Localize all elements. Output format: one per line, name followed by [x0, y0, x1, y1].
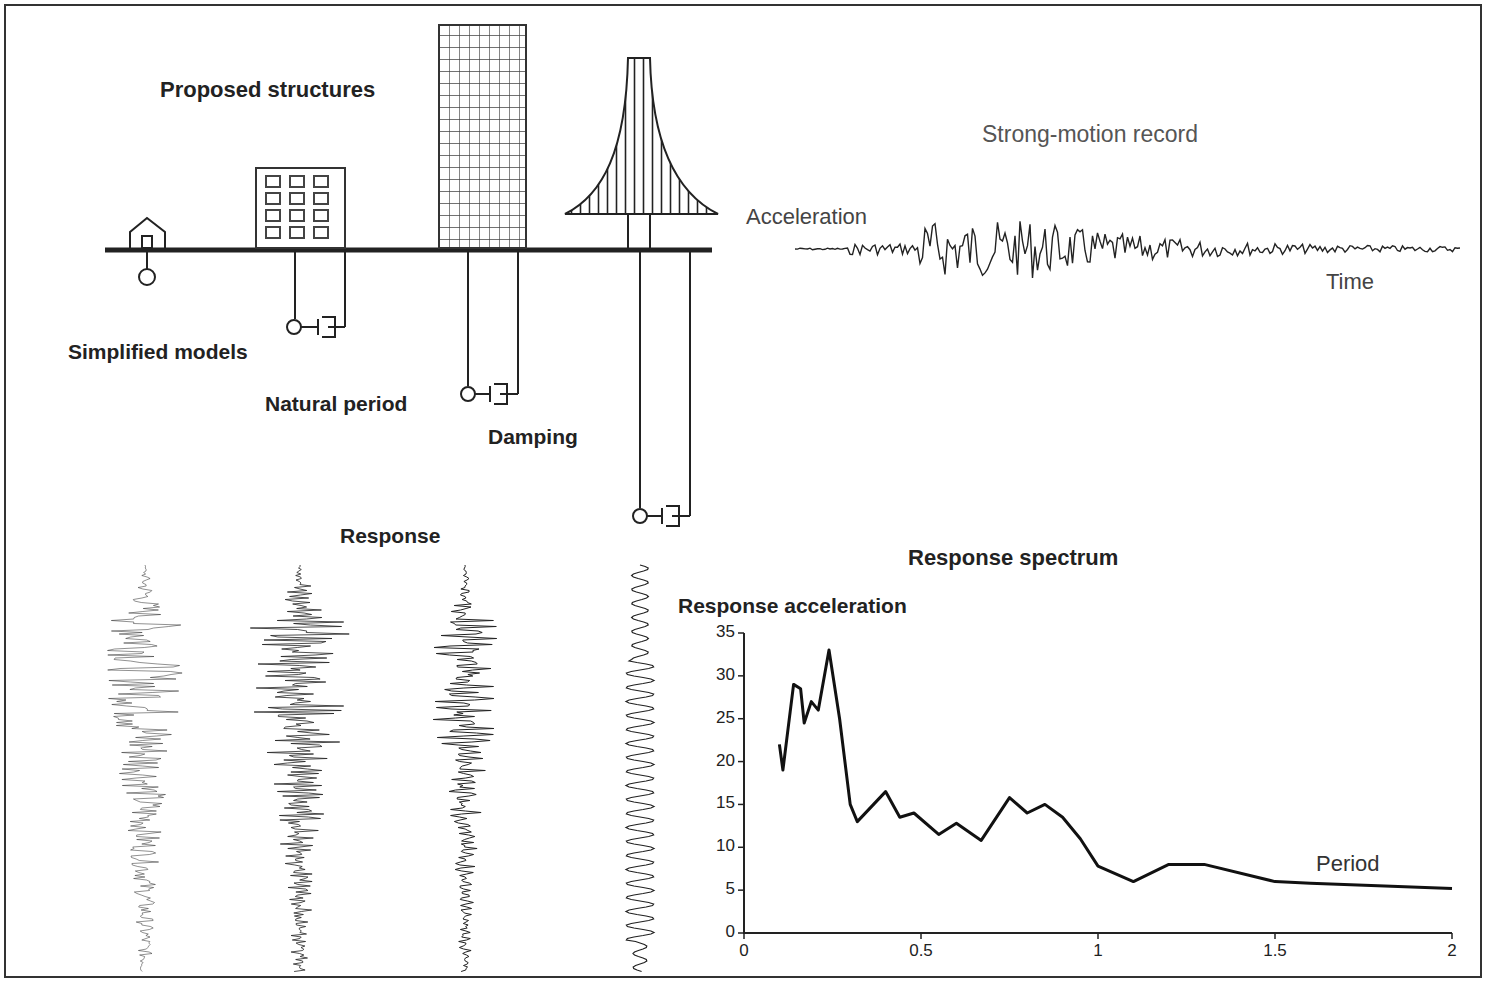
- response-trace: [108, 565, 183, 972]
- axis-tick: [1451, 933, 1453, 939]
- window: [314, 176, 328, 187]
- axis-tick-label: 20: [716, 752, 735, 771]
- label: Time: [1326, 270, 1374, 294]
- axis-tick-label: 2: [1447, 942, 1456, 961]
- window: [314, 210, 328, 221]
- spectrum-curve: [779, 650, 1452, 888]
- label: Strong-motion record: [982, 122, 1198, 147]
- axis-tick-label: 0.5: [909, 942, 933, 961]
- axis-tick: [738, 718, 744, 720]
- label: Damping: [488, 425, 578, 448]
- window: [290, 193, 304, 204]
- axis-tick: [1097, 933, 1099, 939]
- window: [290, 210, 304, 221]
- window: [266, 176, 280, 187]
- label: Response: [340, 524, 440, 547]
- axis-tick: [738, 932, 744, 934]
- axis-tick: [738, 889, 744, 891]
- axis-tick: [738, 675, 744, 677]
- axis-tick-label: 25: [716, 709, 735, 728]
- response-trace: [626, 565, 654, 972]
- window: [314, 227, 328, 238]
- label: Response spectrum: [908, 546, 1118, 570]
- response-trace: [250, 565, 349, 972]
- label: Response acceleration: [678, 594, 907, 617]
- axis-tick: [738, 804, 744, 806]
- axis-tick: [743, 933, 745, 939]
- window: [266, 227, 280, 238]
- label: Simplified models: [68, 340, 248, 363]
- window: [314, 193, 328, 204]
- axis-tick-label: 1.5: [1263, 942, 1287, 961]
- axis-tick: [738, 761, 744, 763]
- axis-tick-label: 10: [716, 837, 735, 856]
- window: [290, 176, 304, 187]
- label: Period: [1316, 852, 1380, 876]
- axis-tick-label: 15: [716, 794, 735, 813]
- axis-tick-label: 5: [726, 880, 735, 899]
- window: [266, 193, 280, 204]
- axis-tick: [738, 847, 744, 849]
- axis-tick-label: 0: [726, 923, 735, 942]
- axis-tick-label: 30: [716, 666, 735, 685]
- window: [290, 227, 304, 238]
- label: Acceleration: [746, 205, 867, 229]
- axis-tick: [1274, 933, 1276, 939]
- response-trace: [433, 565, 497, 972]
- axis-tick: [738, 632, 744, 634]
- axis-tick-label: 35: [716, 623, 735, 642]
- axis-tick-label: 0: [739, 942, 748, 961]
- axis-tick-label: 1: [1093, 942, 1102, 961]
- window: [266, 210, 280, 221]
- label: Proposed structures: [160, 78, 375, 102]
- axis-tick: [920, 933, 922, 939]
- label: Natural period: [265, 392, 407, 415]
